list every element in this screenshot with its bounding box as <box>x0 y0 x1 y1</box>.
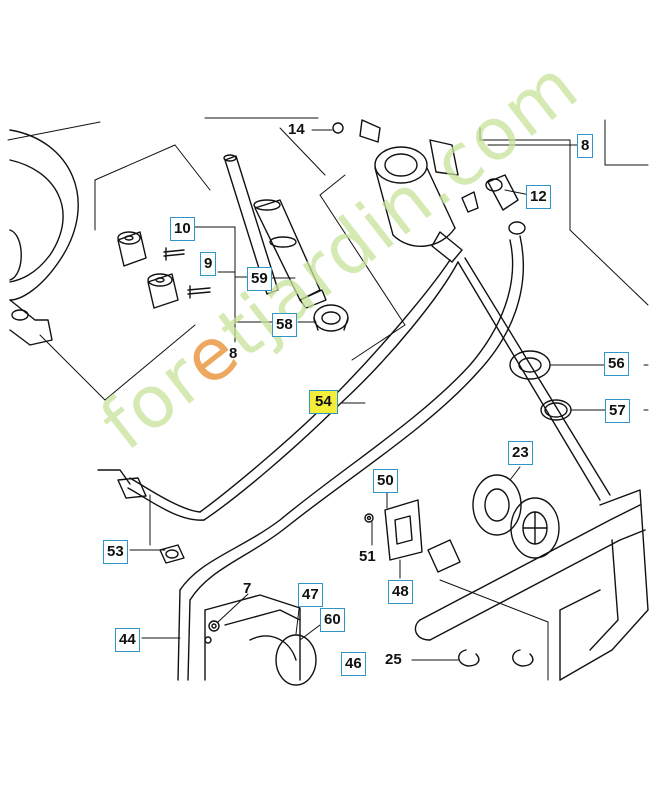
callout-7: 7 <box>243 580 252 597</box>
tube-outline <box>319 174 406 361</box>
callout-10: 10 <box>170 217 195 241</box>
pulleys <box>472 474 560 559</box>
callout-14: 14 <box>288 121 305 138</box>
callout-8-left: 8 <box>229 345 238 362</box>
panel-outlines <box>7 117 649 306</box>
callout-12: 12 <box>526 185 551 209</box>
fitting-part <box>461 174 526 235</box>
shaft-part <box>223 154 327 309</box>
callout-44: 44 <box>115 628 140 652</box>
callout-48: 48 <box>388 580 413 604</box>
callout-23: 23 <box>508 441 533 465</box>
seal-ring <box>313 304 349 332</box>
bracket-outline <box>39 144 211 401</box>
callout-58: 58 <box>272 313 297 337</box>
hydraulic-lines <box>97 235 611 681</box>
callout-8-top: 8 <box>577 134 594 158</box>
callout-25: 25 <box>385 651 402 668</box>
callout-9: 9 <box>200 252 217 276</box>
handle-assembly <box>9 129 79 346</box>
clips-25 <box>458 649 534 667</box>
callout-59: 59 <box>247 267 272 291</box>
machine-frame <box>414 489 649 681</box>
seal-ring-56-57 <box>509 350 572 421</box>
callout-60: 60 <box>320 608 345 632</box>
knob-parts <box>117 231 211 309</box>
callout-46: 46 <box>341 652 366 676</box>
callout-56: 56 <box>604 352 629 376</box>
callout-47: 47 <box>298 583 323 607</box>
callout-53: 53 <box>103 540 128 564</box>
callout-54-highlighted: 54 <box>309 390 338 414</box>
pump-cylinder <box>332 119 463 263</box>
callout-50: 50 <box>373 469 398 493</box>
leader-lines <box>129 129 649 681</box>
clip-parts <box>364 499 461 573</box>
callout-51: 51 <box>359 548 376 565</box>
engine-parts <box>204 594 317 686</box>
callout-57: 57 <box>605 399 630 423</box>
fitting-53 <box>159 544 185 564</box>
